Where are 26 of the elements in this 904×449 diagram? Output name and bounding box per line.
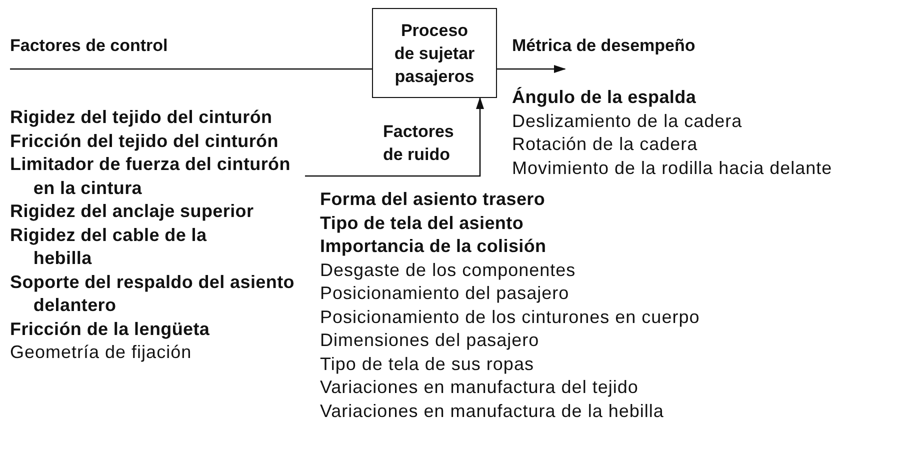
list-item: Soporte del respaldo del asiento delantero (10, 270, 296, 317)
list-item: Posicionamiento de los cinturones en cuerpo (320, 306, 700, 329)
list-item: Tipo de tela del asiento (320, 212, 524, 235)
list-item: Rigidez del tejido del cinturón (10, 106, 272, 129)
list-item: Deslizamiento de la cadera (512, 110, 742, 132)
process-box: Proceso de sujetar pasajeros (372, 8, 497, 98)
list-item: Desgaste de los componentes (320, 258, 576, 282)
list-item: Variaciones en manufactura de la hebilla (320, 400, 664, 422)
list-item: Posicionamiento del pasajero (320, 282, 570, 305)
list-item: Geometría de fijación (10, 341, 192, 364)
connector-line (10, 68, 372, 70)
list-item: Fricción del tejido del cinturón (10, 130, 278, 153)
arrow (497, 65, 566, 73)
list-item: Rigidez del anclaje superior (10, 200, 254, 223)
list-item: Fricción de la lengüeta (10, 318, 210, 341)
list-item: Limitador de fuerza del cinturón en la cintura (10, 153, 292, 200)
list-item: Variaciones en manufactura del tejido (320, 376, 638, 399)
list-item: Importancia de la colisión (320, 235, 546, 258)
list-item: Dimensiones del pasajero (320, 329, 540, 352)
list-item: Movimiento de la rodilla hacia delante (512, 156, 832, 180)
list-item: Rotación de la cadera (512, 133, 698, 156)
arrow (305, 97, 484, 177)
list-item: Rigidez del cable de la hebilla (10, 224, 208, 270)
list-item: Ángulo de la espalda (512, 86, 696, 109)
list-item: Forma del asiento trasero (320, 188, 546, 211)
list-item: Tipo de tela de sus ropas (320, 352, 534, 376)
